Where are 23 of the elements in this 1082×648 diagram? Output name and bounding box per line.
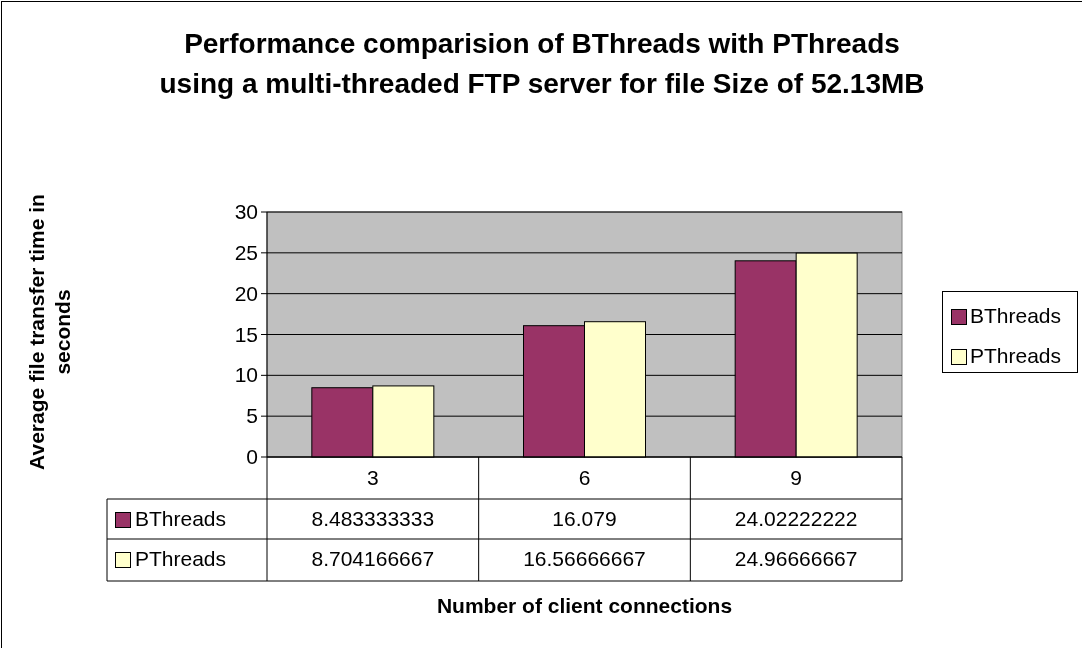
tick-label: 25	[233, 240, 258, 265]
table-value: 16.56666667	[522, 547, 647, 571]
tick-label: 10	[233, 363, 258, 388]
tick-label: 0	[245, 445, 258, 469]
category-label: 9	[789, 466, 803, 490]
category-label: 6	[577, 466, 592, 490]
legend-label: PThreads	[970, 344, 1062, 368]
table-value: 24.96666667	[733, 547, 859, 571]
tick-label: 5	[245, 404, 258, 429]
axis-title: Number of client connections	[435, 594, 734, 618]
table-value: 16.079	[551, 507, 618, 531]
table-row-header: BThreads	[135, 507, 227, 531]
tick-label: 15	[233, 322, 258, 347]
table-value: 8.483333333	[310, 507, 436, 531]
chart-title: Performance comparision of BThreads with PThreads using a multi-threaded FTP server for file Size of 52.13MB	[158, 27, 926, 101]
tick-label: 20	[233, 281, 258, 306]
table-value: 24.02222222	[733, 507, 859, 531]
table-value: 8.704166667	[310, 547, 436, 571]
tick-label: 30	[233, 200, 258, 224]
category-label: 3	[366, 466, 380, 490]
axis-title: Average file transfer time in seconds	[24, 193, 75, 472]
legend-label: BThreads	[970, 304, 1062, 328]
table-row-header: PThreads	[135, 547, 227, 571]
